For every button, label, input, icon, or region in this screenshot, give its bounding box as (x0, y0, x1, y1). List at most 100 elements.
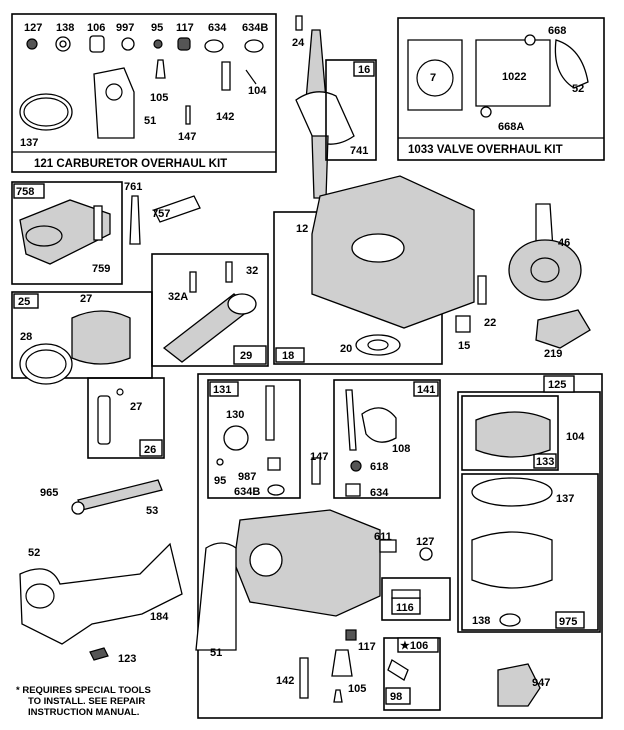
label-106-top: 106 (87, 22, 105, 34)
note-line-2: TO INSTALL. SEE REPAIR (28, 696, 145, 707)
valve-overhaul-kit-panel: 1033 VALVE OVERHAUL KIT (397, 17, 605, 161)
part-20-seal (355, 334, 401, 356)
label-52-top: 52 (572, 83, 584, 95)
label-758: 758 (16, 186, 34, 198)
crankshaft-group (295, 15, 377, 199)
label-997: 997 (116, 22, 134, 34)
label-51-top: 51 (144, 115, 156, 127)
label-53: 53 (146, 505, 158, 517)
label-12: 12 (296, 223, 308, 235)
label-24: 24 (292, 37, 305, 49)
label-634-mid: 634 (370, 487, 389, 499)
label-20: 20 (340, 343, 352, 355)
part-758-breather (19, 199, 111, 265)
part-133-filter-base (475, 411, 551, 458)
label-130: 130 (226, 409, 244, 421)
crankshaft-upper (305, 29, 327, 101)
label-618: 618 (370, 461, 388, 473)
part-987-bushing (267, 457, 281, 471)
part-51-gasket-b (195, 542, 237, 651)
part-618-spring (350, 460, 362, 472)
label-133: 133 (536, 456, 554, 468)
part-757-rocker (153, 195, 201, 223)
label-184: 184 (150, 611, 169, 623)
label-741: 741 (350, 145, 368, 157)
part-634b-seal-b (267, 484, 285, 496)
label-127-mid: 127 (416, 536, 434, 548)
label-15: 15 (458, 340, 470, 352)
part-98-needle (387, 659, 409, 681)
part-106-seat (89, 35, 105, 53)
label-975: 975 (559, 616, 577, 628)
part-634-seal-c (345, 483, 361, 497)
part-116-screw (391, 589, 421, 599)
label-117-bottom: 117 (358, 641, 376, 653)
part-184-manifold (19, 542, 183, 645)
part-138-seal-b (499, 613, 521, 627)
part-51-gasket (93, 67, 135, 139)
part-52-gasket (554, 39, 589, 89)
label-95-mid: 95 (214, 475, 226, 487)
part-611-fitting (379, 539, 397, 553)
label-138-bottom: 138 (472, 615, 490, 627)
part-127-plug-b (419, 547, 433, 561)
label-761: 761 (124, 181, 142, 193)
part-104-pin (245, 69, 257, 85)
part-127-plug (26, 38, 38, 50)
part-117-jet (177, 37, 191, 51)
label-1022: 1022 (502, 71, 526, 83)
label-52-bottom: 52 (28, 547, 40, 559)
label-98: 98 (390, 691, 402, 703)
label-125: 125 (548, 379, 566, 391)
label-26: 26 (144, 444, 156, 456)
label-29: 29 (240, 350, 252, 362)
part-668-seal (524, 34, 536, 46)
carburetor-body (233, 509, 381, 617)
part-105-needle (155, 59, 166, 79)
label-219: 219 (544, 348, 562, 360)
label-104-mid: 104 (566, 431, 585, 443)
part-141-choke-shaft (345, 389, 357, 451)
part-32a-bolt (189, 271, 197, 293)
label-634-top: 634 (208, 22, 227, 34)
label-46: 46 (558, 237, 570, 249)
part-130-throttle-plate (223, 425, 249, 451)
part-668a-seal (480, 106, 492, 118)
label-965: 965 (40, 487, 58, 499)
connecting-rod-group (151, 253, 269, 367)
label-7: 7 (430, 72, 436, 84)
label-27-mid: 27 (130, 401, 142, 413)
part-147-screw (185, 105, 191, 125)
part-142-valve (221, 61, 231, 91)
label-16: 16 (358, 64, 370, 76)
part-46-cam-gear (508, 239, 582, 301)
label-668a: 668A (498, 121, 524, 133)
label-105-top: 105 (150, 92, 168, 104)
label-106-bottom: ★106 (400, 640, 428, 652)
label-28: 28 (20, 331, 32, 343)
part-131-shaft (265, 385, 275, 441)
label-51-bottom: 51 (210, 647, 222, 659)
wrist-pin-box (87, 377, 165, 459)
label-108: 108 (392, 443, 410, 455)
part-965-fitting (71, 501, 85, 515)
label-27-top: 27 (80, 293, 92, 305)
camshaft-group (508, 203, 582, 301)
note-line-1: * REQUIRES SPECIAL TOOLS (16, 685, 151, 696)
label-142-bottom: 142 (276, 675, 294, 687)
label-668: 668 (548, 25, 566, 37)
part-105-needle-b (331, 649, 353, 677)
special-tools-note: * REQUIRES SPECIAL TOOLS TO INSTALL. SEE… (16, 685, 151, 718)
part-7-gasket (407, 39, 463, 111)
part-137-gasket-b (471, 477, 553, 507)
part-22-bolt (477, 275, 487, 305)
label-147-top: 147 (178, 131, 196, 143)
box-758 (11, 181, 123, 285)
label-123: 123 (118, 653, 136, 665)
part-26-wrist-pin (97, 395, 111, 445)
label-759: 759 (92, 263, 110, 275)
part-25-piston (71, 310, 131, 365)
part-759-tube (93, 205, 103, 241)
label-141: 141 (417, 384, 435, 396)
